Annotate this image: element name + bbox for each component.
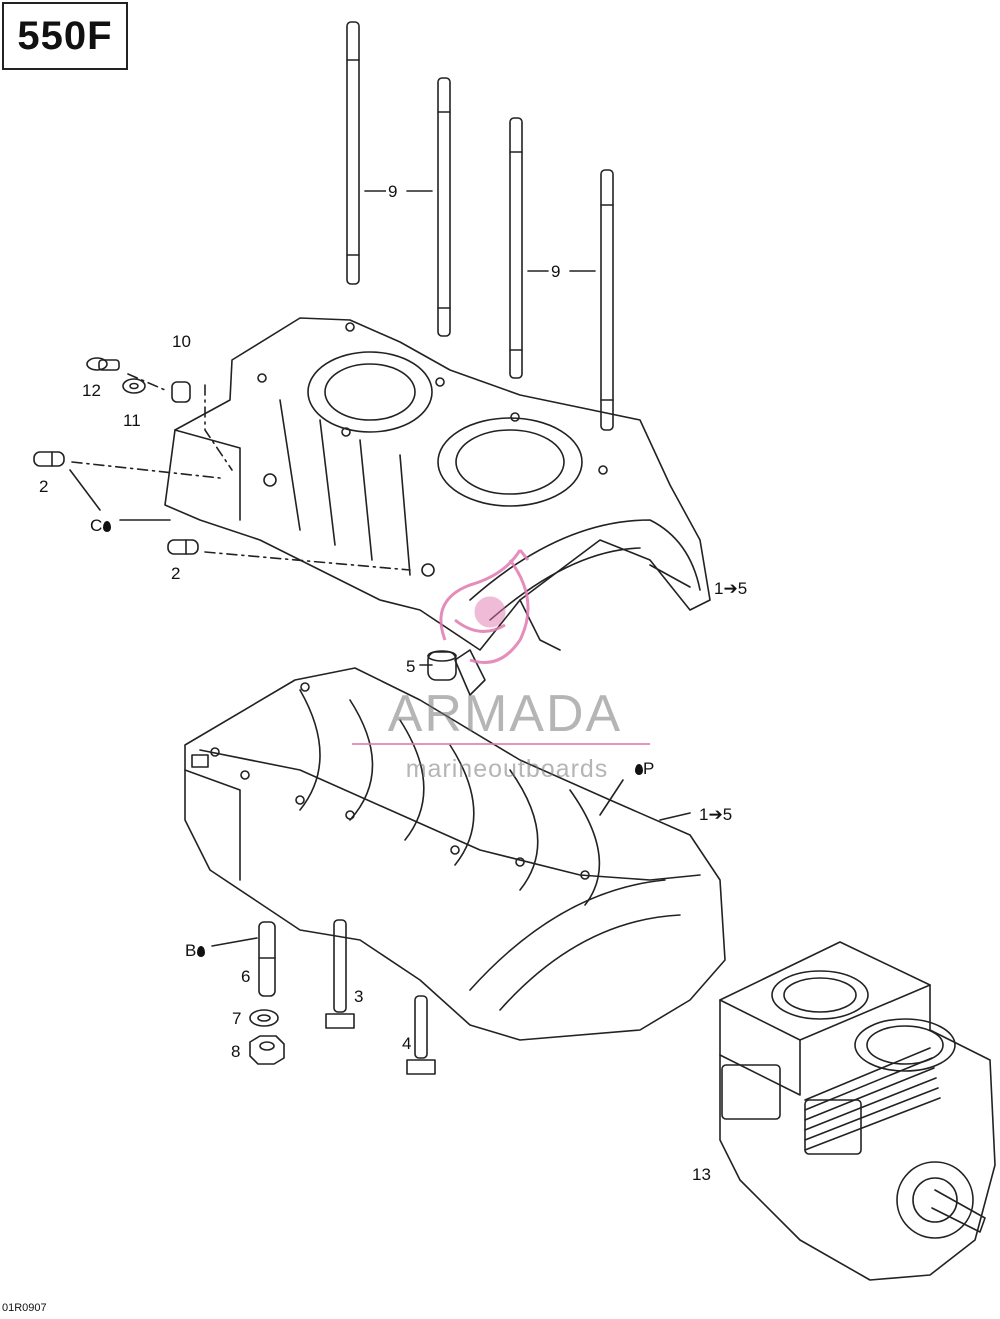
callout-7: 7 <box>230 1009 244 1028</box>
callout-ref-1-5-lower: 1➔5 <box>697 805 735 824</box>
upper-crankcase-half <box>164 317 711 696</box>
model-label-box: 550F <box>2 2 128 70</box>
callout-lubricant-p: P <box>632 759 657 778</box>
lubricant-c-label: C <box>90 516 103 535</box>
bolt-4 <box>406 995 436 1075</box>
screw-12 <box>86 357 120 371</box>
oil-drop-icon <box>103 521 112 532</box>
long-stud-3 <box>509 117 523 379</box>
lubricant-b-label: B <box>185 941 197 960</box>
washer-11 <box>122 378 146 394</box>
watermark-subtitle: marineoutboards <box>405 755 609 783</box>
callout-9-left: 9 <box>386 182 400 201</box>
callout-10: 10 <box>170 332 193 351</box>
lock-washer-7 <box>249 1009 279 1027</box>
spacer-5 <box>427 650 457 681</box>
callout-6: 6 <box>239 967 253 986</box>
lower-crankcase-half <box>184 667 726 1041</box>
callout-13: 13 <box>690 1165 713 1184</box>
callout-9-right: 9 <box>549 262 563 281</box>
watermark-title: ARMADA <box>387 685 623 743</box>
bolt-3 <box>325 919 355 1029</box>
callout-4: 4 <box>400 1034 414 1053</box>
callout-3: 3 <box>352 987 366 1006</box>
callout-lubricant-c: C <box>88 516 114 535</box>
callout-2-upper: 2 <box>37 477 51 496</box>
oil-drop-icon <box>197 946 206 957</box>
callout-11: 11 <box>121 411 143 430</box>
plug-10 <box>171 381 191 403</box>
nut-8 <box>249 1035 285 1065</box>
callout-12: 12 <box>80 381 103 400</box>
engine-assembly-13 <box>719 941 996 1281</box>
fitting-2-upper <box>33 451 65 467</box>
long-stud-4 <box>600 169 614 431</box>
callout-2-lower: 2 <box>169 564 183 583</box>
lubricant-p-label: P <box>643 759 655 778</box>
fitting-2-lower <box>167 539 199 555</box>
model-label: 550F <box>17 13 113 58</box>
callout-lubricant-b: B <box>183 941 208 960</box>
seahorse-logo-icon <box>439 549 530 664</box>
stud-6 <box>258 921 276 997</box>
callout-5: 5 <box>404 657 418 676</box>
long-stud-1 <box>346 21 360 285</box>
callout-8: 8 <box>229 1042 243 1061</box>
callout-ref-1-5-upper: 1➔5 <box>712 579 750 598</box>
figure-code: 01R0907 <box>2 1302 47 1314</box>
long-stud-2 <box>437 77 451 337</box>
oil-drop-icon <box>635 764 643 775</box>
